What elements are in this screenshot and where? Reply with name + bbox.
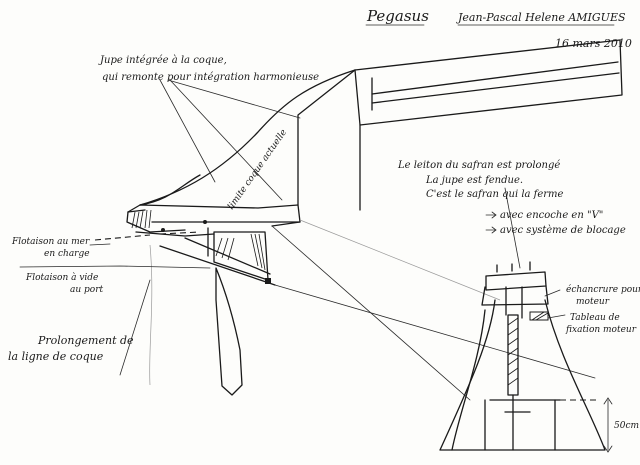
safran-note-line2: La jupe est fendue. — [425, 175, 523, 186]
safran-leader — [504, 187, 521, 269]
echancrure-line1: échancrure pour — [566, 284, 640, 295]
tableau-line1: Tableau de — [570, 313, 620, 323]
empty-waterline — [19, 265, 211, 269]
safran-bullet-1: avec encoche en "V" — [500, 210, 603, 221]
author-text: Jean-Pascal Helene AMIGUES — [456, 11, 626, 24]
echancrure-leader — [544, 289, 561, 297]
echancrure-line2: moteur — [576, 297, 610, 307]
jupe-leader-2 — [169, 79, 283, 201]
hull-extension-faint — [149, 244, 153, 386]
dimension-label: 50cm — [614, 421, 639, 431]
faint-guide-line — [299, 219, 501, 301]
superstructure — [297, 39, 623, 211]
hull-prolongation-line — [274, 284, 596, 379]
safran-bullet-2: avec système de blocage — [500, 225, 626, 236]
limite-coque-label: limite coque actuelle — [226, 128, 289, 212]
rudder-shape — [215, 267, 243, 396]
flottaison-charge-line1: Flotaison au mer — [11, 237, 90, 247]
waterline-arrow — [89, 243, 111, 246]
title-text: Pegasus — [366, 7, 429, 25]
safran-note-line1: Le leiton du safran est prolongé — [397, 160, 560, 171]
jupe-note-line1: Jupe intégrée à la coque, — [98, 55, 227, 66]
bullet-arrow-1 — [485, 211, 497, 219]
prolongement-line2: la ligne de coque — [8, 350, 104, 363]
prolongement-line1: Prolongement de — [37, 334, 134, 347]
prolongement-leader — [119, 279, 151, 376]
hull-side — [126, 204, 301, 286]
skirt-upper-curve — [139, 69, 356, 206]
flottaison-charge-line2: en charge — [44, 249, 90, 259]
jupe-note-line2: qui remonte pour intégration harmonieuse — [102, 72, 319, 83]
skirt-inner-curve — [139, 174, 201, 206]
tableau-leader — [547, 314, 566, 319]
jupe-leader-3 — [167, 79, 301, 119]
tableau-line2: fixation moteur — [565, 325, 637, 335]
stern-section-view — [439, 261, 613, 453]
jupe-leader-1 — [159, 79, 216, 183]
flottaison-vide-line1: Flotaison à vide — [25, 272, 98, 283]
leader-to-section — [271, 225, 471, 401]
bullet-arrow-2 — [485, 226, 497, 234]
safran-note-line3: C'est le safran qui la ferme — [426, 189, 564, 200]
flottaison-vide-line2: au port — [70, 285, 104, 295]
loaded-waterline — [94, 231, 201, 241]
